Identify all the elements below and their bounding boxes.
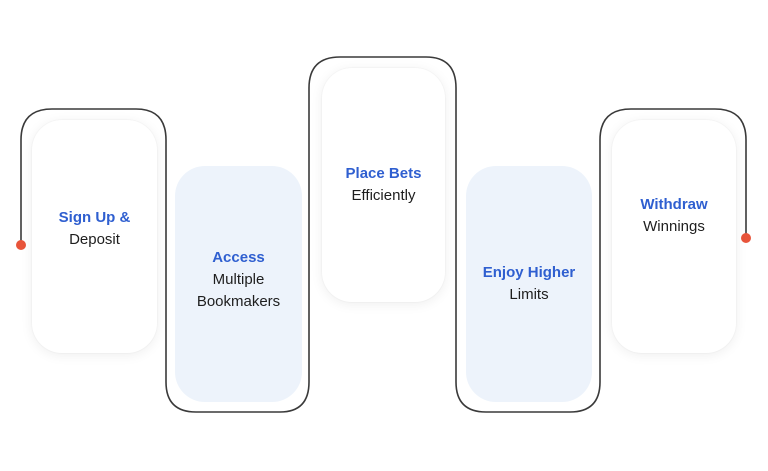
connector-line xyxy=(20,56,747,413)
start-dot xyxy=(16,240,26,250)
end-dot xyxy=(741,233,751,243)
step-subtitle: Multiple Bookmakers xyxy=(196,271,281,310)
step-subtitle: Limits xyxy=(509,286,549,303)
step-title: Withdraw xyxy=(640,196,708,213)
step-title: Access xyxy=(212,249,265,266)
step-subtitle: Deposit xyxy=(69,231,120,248)
step-card-access: Access Multiple Bookmakers xyxy=(175,166,302,402)
step-card-enjoy-limits: Enjoy Higher Limits xyxy=(466,166,592,402)
step-title: Sign Up & xyxy=(58,209,131,226)
step-subtitle: Winnings xyxy=(643,218,705,235)
step-card-place-bets: Place Bets Efficiently xyxy=(322,68,445,302)
step-title: Place Bets xyxy=(345,165,422,182)
step-title: Enjoy Higher xyxy=(482,264,576,281)
step-card-sign-up: Sign Up & Deposit xyxy=(32,120,157,353)
step-card-withdraw: Withdraw Winnings xyxy=(612,120,736,353)
step-subtitle: Efficiently xyxy=(351,187,416,204)
